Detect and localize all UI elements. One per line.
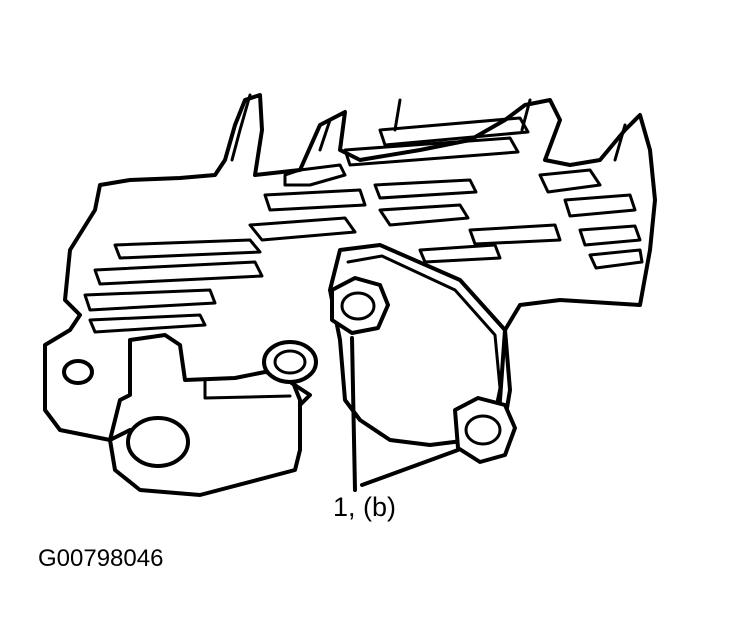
lower-block bbox=[108, 333, 302, 497]
cover-plate bbox=[328, 243, 512, 447]
upper-bolt-icon bbox=[330, 276, 390, 335]
figure-id: G00798046 bbox=[38, 545, 164, 572]
valve-body bbox=[43, 93, 657, 442]
callout-leaders bbox=[350, 336, 460, 492]
plug-icon bbox=[262, 340, 318, 407]
callout-label: 1, (b) bbox=[333, 492, 397, 522]
lower-bolt-icon bbox=[453, 396, 517, 464]
